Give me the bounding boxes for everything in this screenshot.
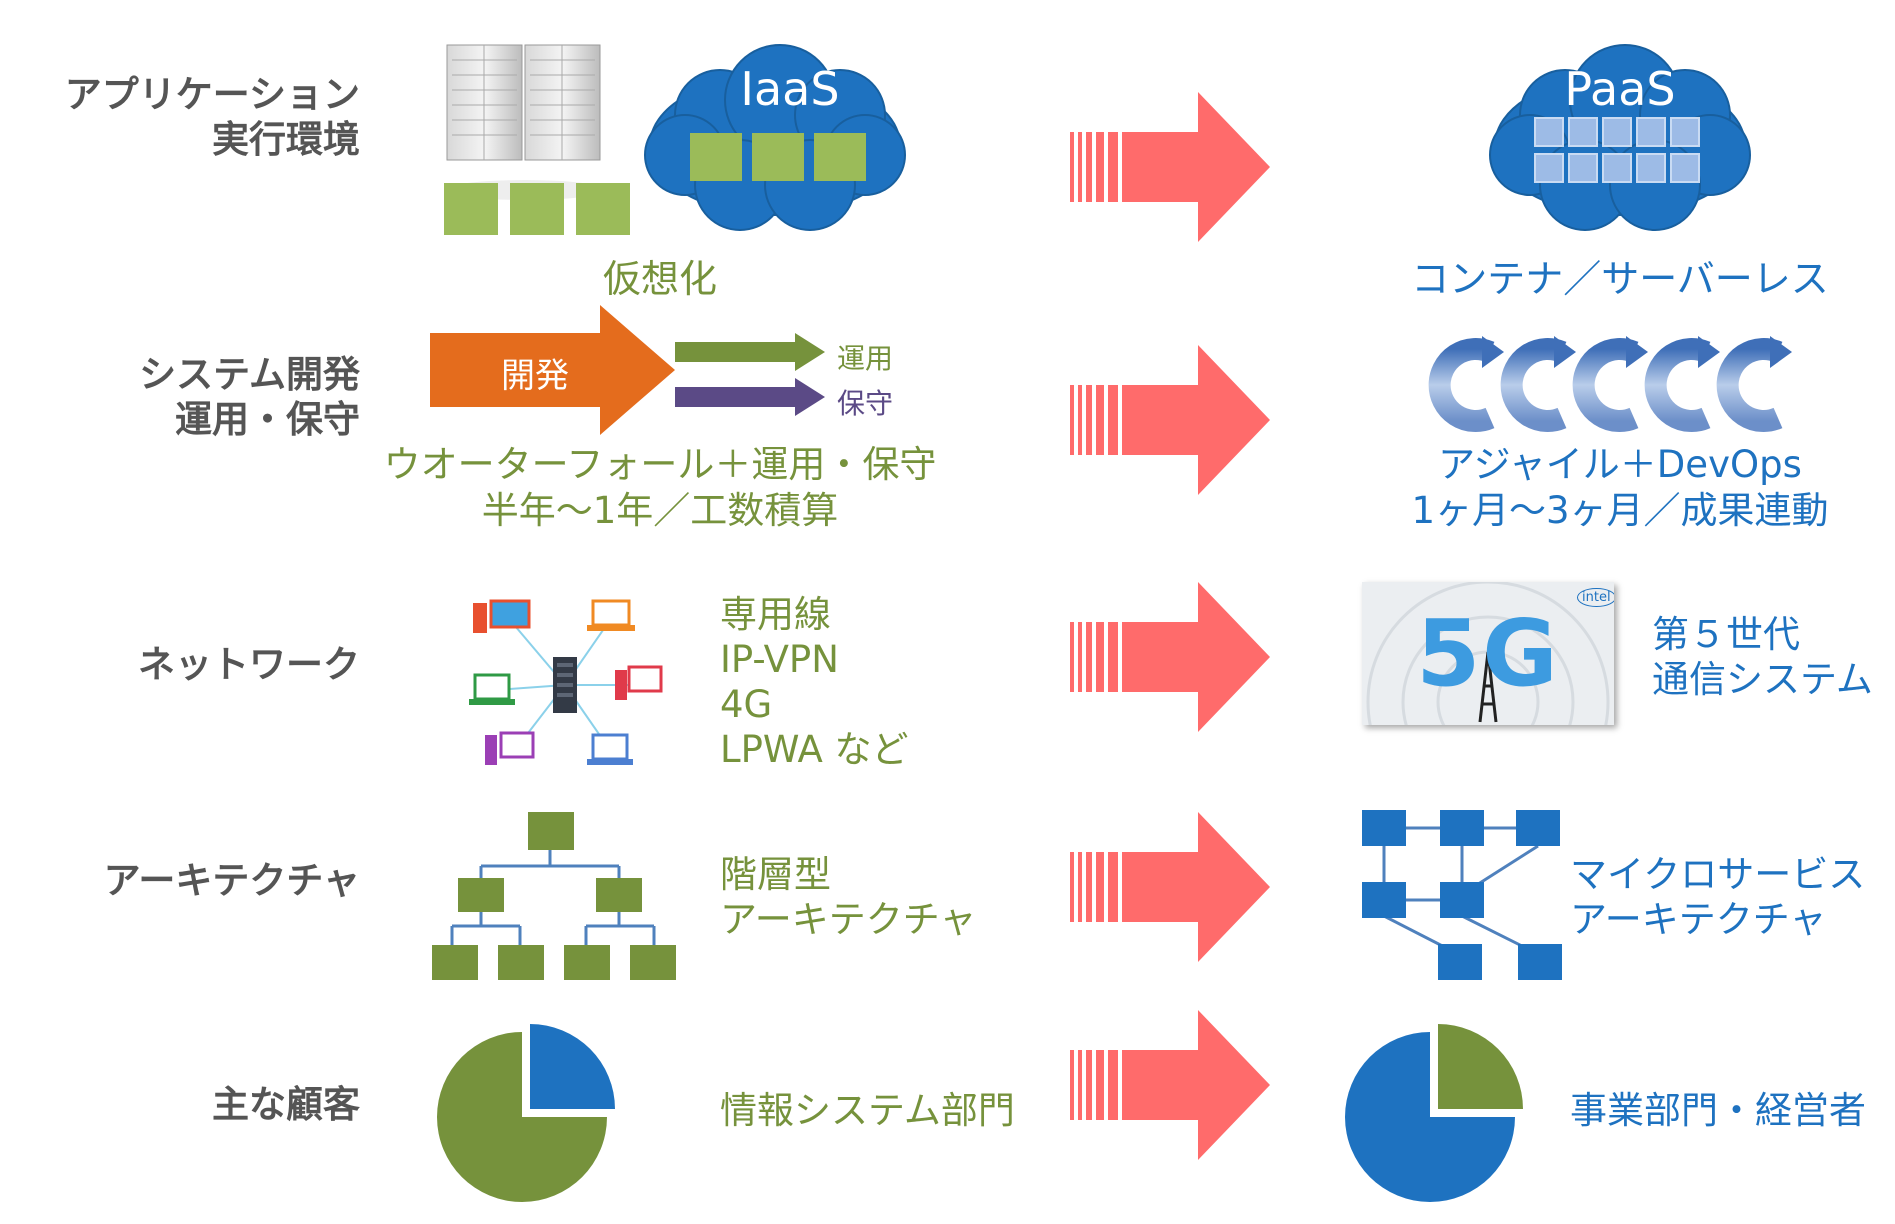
paas-label: PaaS: [1564, 62, 1676, 116]
iaas-vm-block: [690, 133, 742, 181]
row-label-app-runtime: アプリケーション 実行環境: [64, 73, 360, 161]
hierarchical-tree-icon: [432, 812, 676, 980]
iaas-vm-block: [814, 133, 866, 181]
it-department-caption: 情報システム部門: [720, 1089, 1015, 1132]
network-item: LPWA など: [720, 728, 909, 771]
customer-pie-right: [1345, 1024, 1523, 1202]
maintenance-arrow-icon: [675, 378, 825, 416]
5g-caption: 第５世代 通信システム: [1652, 613, 1873, 701]
operation-arrow-icon: [675, 333, 825, 371]
hierarchical-caption: 階層型 アーキテクチャ: [720, 853, 977, 941]
5g-image: 5G intel: [1362, 582, 1614, 725]
row-label-customers: 主な顧客: [212, 1083, 360, 1126]
waterfall-caption: ウオーターフォール＋運用・保守 半年～1年／工数積算: [383, 443, 937, 532]
row-label-architecture: アーキテクチャ: [103, 859, 360, 902]
vm-block: [576, 183, 630, 235]
5g-rings: [1366, 582, 1610, 725]
operation-label: 運用: [837, 342, 894, 375]
network-topology-icon: [469, 599, 663, 765]
transition-arrow-2: [1070, 345, 1270, 495]
virtualization-caption: 仮想化: [602, 257, 717, 301]
business-executives-caption: 事業部門・経営者: [1570, 1089, 1866, 1132]
row-label-network: ネットワーク: [138, 643, 360, 686]
vm-block: [444, 183, 498, 235]
transition-arrow-1: [1070, 92, 1270, 242]
transition-arrow-5: [1070, 1010, 1270, 1160]
network-types-list: 専用線 IP-VPN 4G LPWA など: [720, 592, 909, 772]
iaas-label: IaaS: [740, 62, 840, 116]
agile-cycle-icon: [1428, 336, 1792, 432]
5g-badge: 5G: [1416, 600, 1560, 707]
development-label: 開発: [501, 356, 569, 396]
transition-arrow-3: [1070, 582, 1270, 732]
network-item: 4G: [720, 683, 773, 726]
network-item: 専用線: [720, 593, 831, 636]
container-grid-icon: [1534, 117, 1700, 183]
iaas-vm-block: [752, 133, 804, 181]
microservices-icon: [1362, 810, 1562, 980]
vm-block: [510, 183, 564, 235]
container-serverless-caption: コンテナ／サーバーレス: [1411, 257, 1829, 301]
development-arrow-icon: [430, 305, 675, 435]
maintenance-label: 保守: [837, 387, 894, 420]
intel-logo: intel: [1577, 588, 1614, 607]
row-label-system-dev: システム開発 運用・保守: [139, 353, 360, 441]
microservices-caption: マイクロサービス アーキテクチャ: [1570, 853, 1866, 941]
customer-pie-left: [437, 1024, 615, 1202]
agile-caption: アジャイル＋DevOps 1ヶ月～3ヶ月／成果連動: [1411, 443, 1829, 532]
network-item: IP-VPN: [720, 638, 839, 681]
transition-arrow-4: [1070, 812, 1270, 962]
server-rack-icon: [445, 44, 605, 200]
